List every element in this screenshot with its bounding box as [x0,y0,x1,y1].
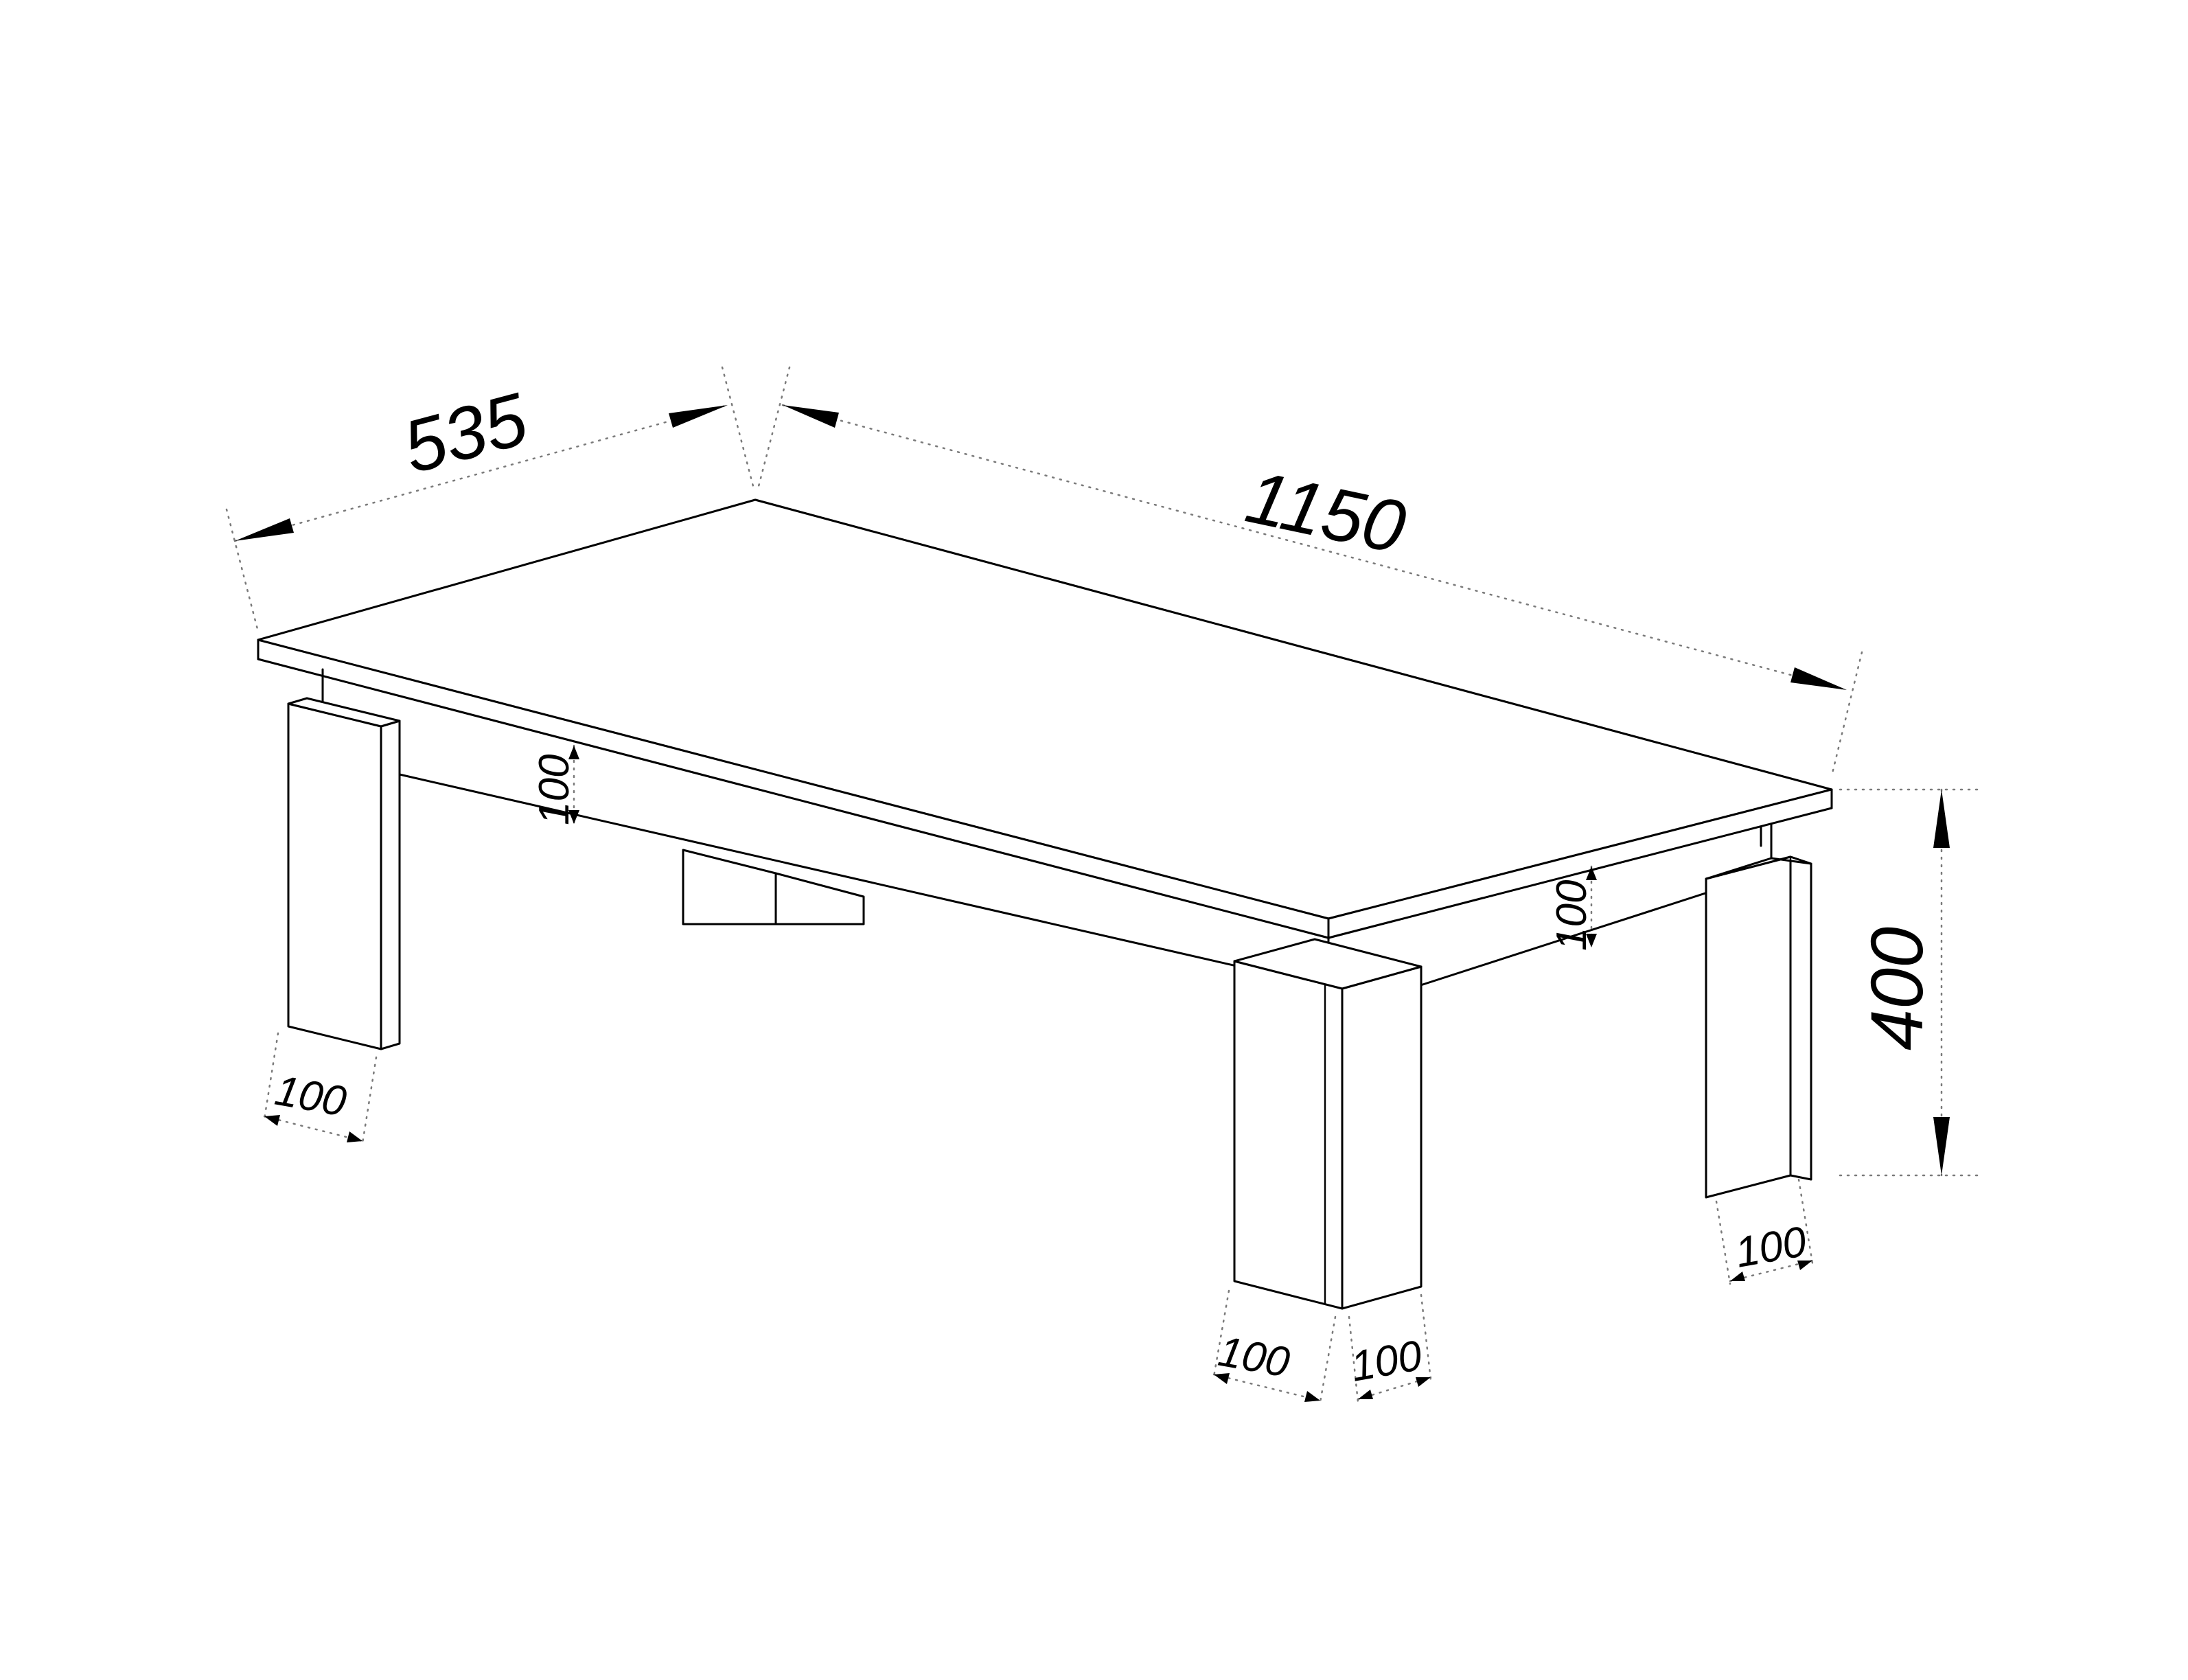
leg-back-right-arrow-left [1730,1271,1745,1281]
height-arrow-top [1933,790,1950,848]
apron-right-arrow-bottom [1586,934,1597,947]
apron-front-label: 100 [531,755,578,825]
apron-front-arrow-top [568,746,579,759]
length-arrow-right [1790,667,1847,690]
dimension-leg-front-right: 100 [1347,1293,1432,1403]
leg-hidden [682,849,865,925]
length-label: 1150 [1239,454,1412,569]
leg-front-right-arrow-left [1358,1390,1373,1399]
depth-arrow-left [235,518,294,541]
dimension-apron-right: 100 [1548,865,1597,951]
dimension-apron-front: 100 [531,744,579,825]
leg-front-left [1233,938,1423,1310]
depth-label: 535 [395,376,536,489]
leg-right [1705,855,1812,1199]
leg-front-right-arrow-right [1416,1377,1431,1387]
leg-front-left-arrow-left [1214,1373,1230,1384]
table-top [257,498,1833,939]
leg-back-left-arrow-right [347,1131,362,1142]
dimension-leg-front-left: 100 [1212,1289,1337,1403]
leg-back-left [287,697,401,1050]
apron-front-arrow-bottom [568,810,579,824]
leg-front-right-label: 100 [1347,1332,1425,1391]
leg-back-left-arrow-left [264,1115,280,1126]
height-arrow-bottom [1933,1117,1950,1175]
height-label: 400 [1855,927,1938,1050]
dimension-leg-back-right: 100 [1715,1178,1814,1285]
depth-arrow-right [669,405,728,428]
length-arrow-left [783,405,839,428]
dimension-leg-back-left: 100 [263,1032,378,1144]
apron-right-label: 100 [1548,880,1596,951]
apron-right-arrow-top [1586,866,1597,880]
leg-back-right-arrow-right [1797,1261,1812,1270]
leg-front-left-arrow-right [1304,1391,1320,1402]
leg-back-left-label: 100 [272,1067,350,1126]
leg-back-right-label: 100 [1731,1218,1810,1277]
dimension-height: 400 [1839,788,1982,1177]
